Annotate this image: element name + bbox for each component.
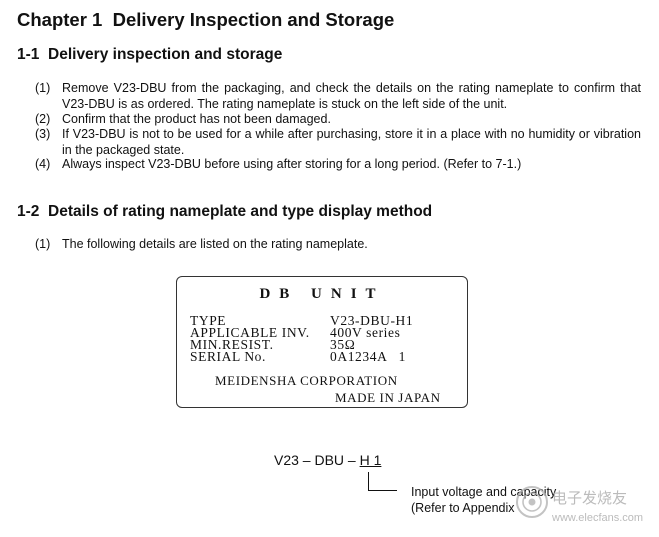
list-item-number: (3) — [35, 127, 51, 141]
watermark-icon — [516, 486, 548, 518]
callout-leader-line — [368, 472, 397, 491]
nameplate-maker: MEIDENSHA CORPORATION — [215, 373, 398, 388]
nameplate-label-type: TYPE — [190, 313, 227, 328]
list-item: (1) The following details are listed on … — [35, 237, 641, 253]
list-item-text: The following details are listed on the … — [62, 237, 368, 251]
list-item-number: (2) — [35, 112, 51, 126]
nameplate-title: DB UNIT — [259, 286, 385, 302]
section-title-1-1: 1-1 Delivery inspection and storage — [17, 46, 283, 63]
nameplate-label-applicable-inv: APPLICABLE INV. — [190, 325, 310, 340]
type-code-suffix: H 1 — [359, 452, 382, 468]
callout-line-1: Input voltage and capacity — [411, 485, 557, 499]
callout-line-2: (Refer to Appendix — [411, 500, 515, 515]
watermark-url: www.elecfans.com — [551, 512, 643, 524]
nameplate-value-min-resist: 35Ω — [330, 337, 356, 352]
section-title-1-2: 1-2 Details of rating nameplate and type… — [17, 203, 433, 220]
callout-text: Input voltage and capacity(Refer to Appe… — [411, 485, 556, 516]
rating-nameplate: DB UNIT TYPE V23-DBU-H1 APPLICABLE INV. … — [176, 276, 468, 408]
list-item-number: (4) — [35, 157, 51, 171]
nameplate-value-type: V23-DBU-H1 — [330, 313, 414, 328]
nameplate-label-min-resist: MIN.RESIST. — [190, 337, 274, 352]
list-item: (1) Remove V23-DBU from the packaging, a… — [35, 81, 641, 112]
nameplate-value-applicable-inv: 400V series — [330, 325, 401, 340]
nameplate-label-serial-no: SERIAL No. — [190, 349, 266, 364]
list-item-text: If V23-DBU is not to be used for a while… — [62, 127, 641, 157]
list-item-number: (1) — [35, 237, 51, 251]
nameplate-value-serial-no: 0A1234A 1 — [330, 349, 406, 364]
list-item-text: Always inspect V23-DBU before using afte… — [62, 157, 522, 171]
watermark-brand: 电子发烧友 — [552, 489, 627, 507]
list-item-text: Confirm that the product has not been da… — [62, 112, 331, 126]
nameplate-origin: MADE IN JAPAN — [335, 390, 441, 405]
type-code: V23 – DBU – H 1 — [274, 452, 381, 468]
list-item: (4) Always inspect V23-DBU before using … — [35, 157, 641, 173]
chapter-title: Chapter 1 Delivery Inspection and Storag… — [17, 9, 395, 30]
type-code-prefix: V23 – DBU – — [274, 452, 360, 468]
list-item: (2) Confirm that the product has not bee… — [35, 112, 641, 128]
list-item: (3) If V23-DBU is not to be used for a w… — [35, 127, 641, 158]
watermark-logo: 电子发烧友 www.elecfans.com — [516, 486, 643, 524]
list-item-text: Remove V23-DBU from the packaging, and c… — [62, 81, 641, 111]
list-item-number: (1) — [35, 81, 51, 95]
